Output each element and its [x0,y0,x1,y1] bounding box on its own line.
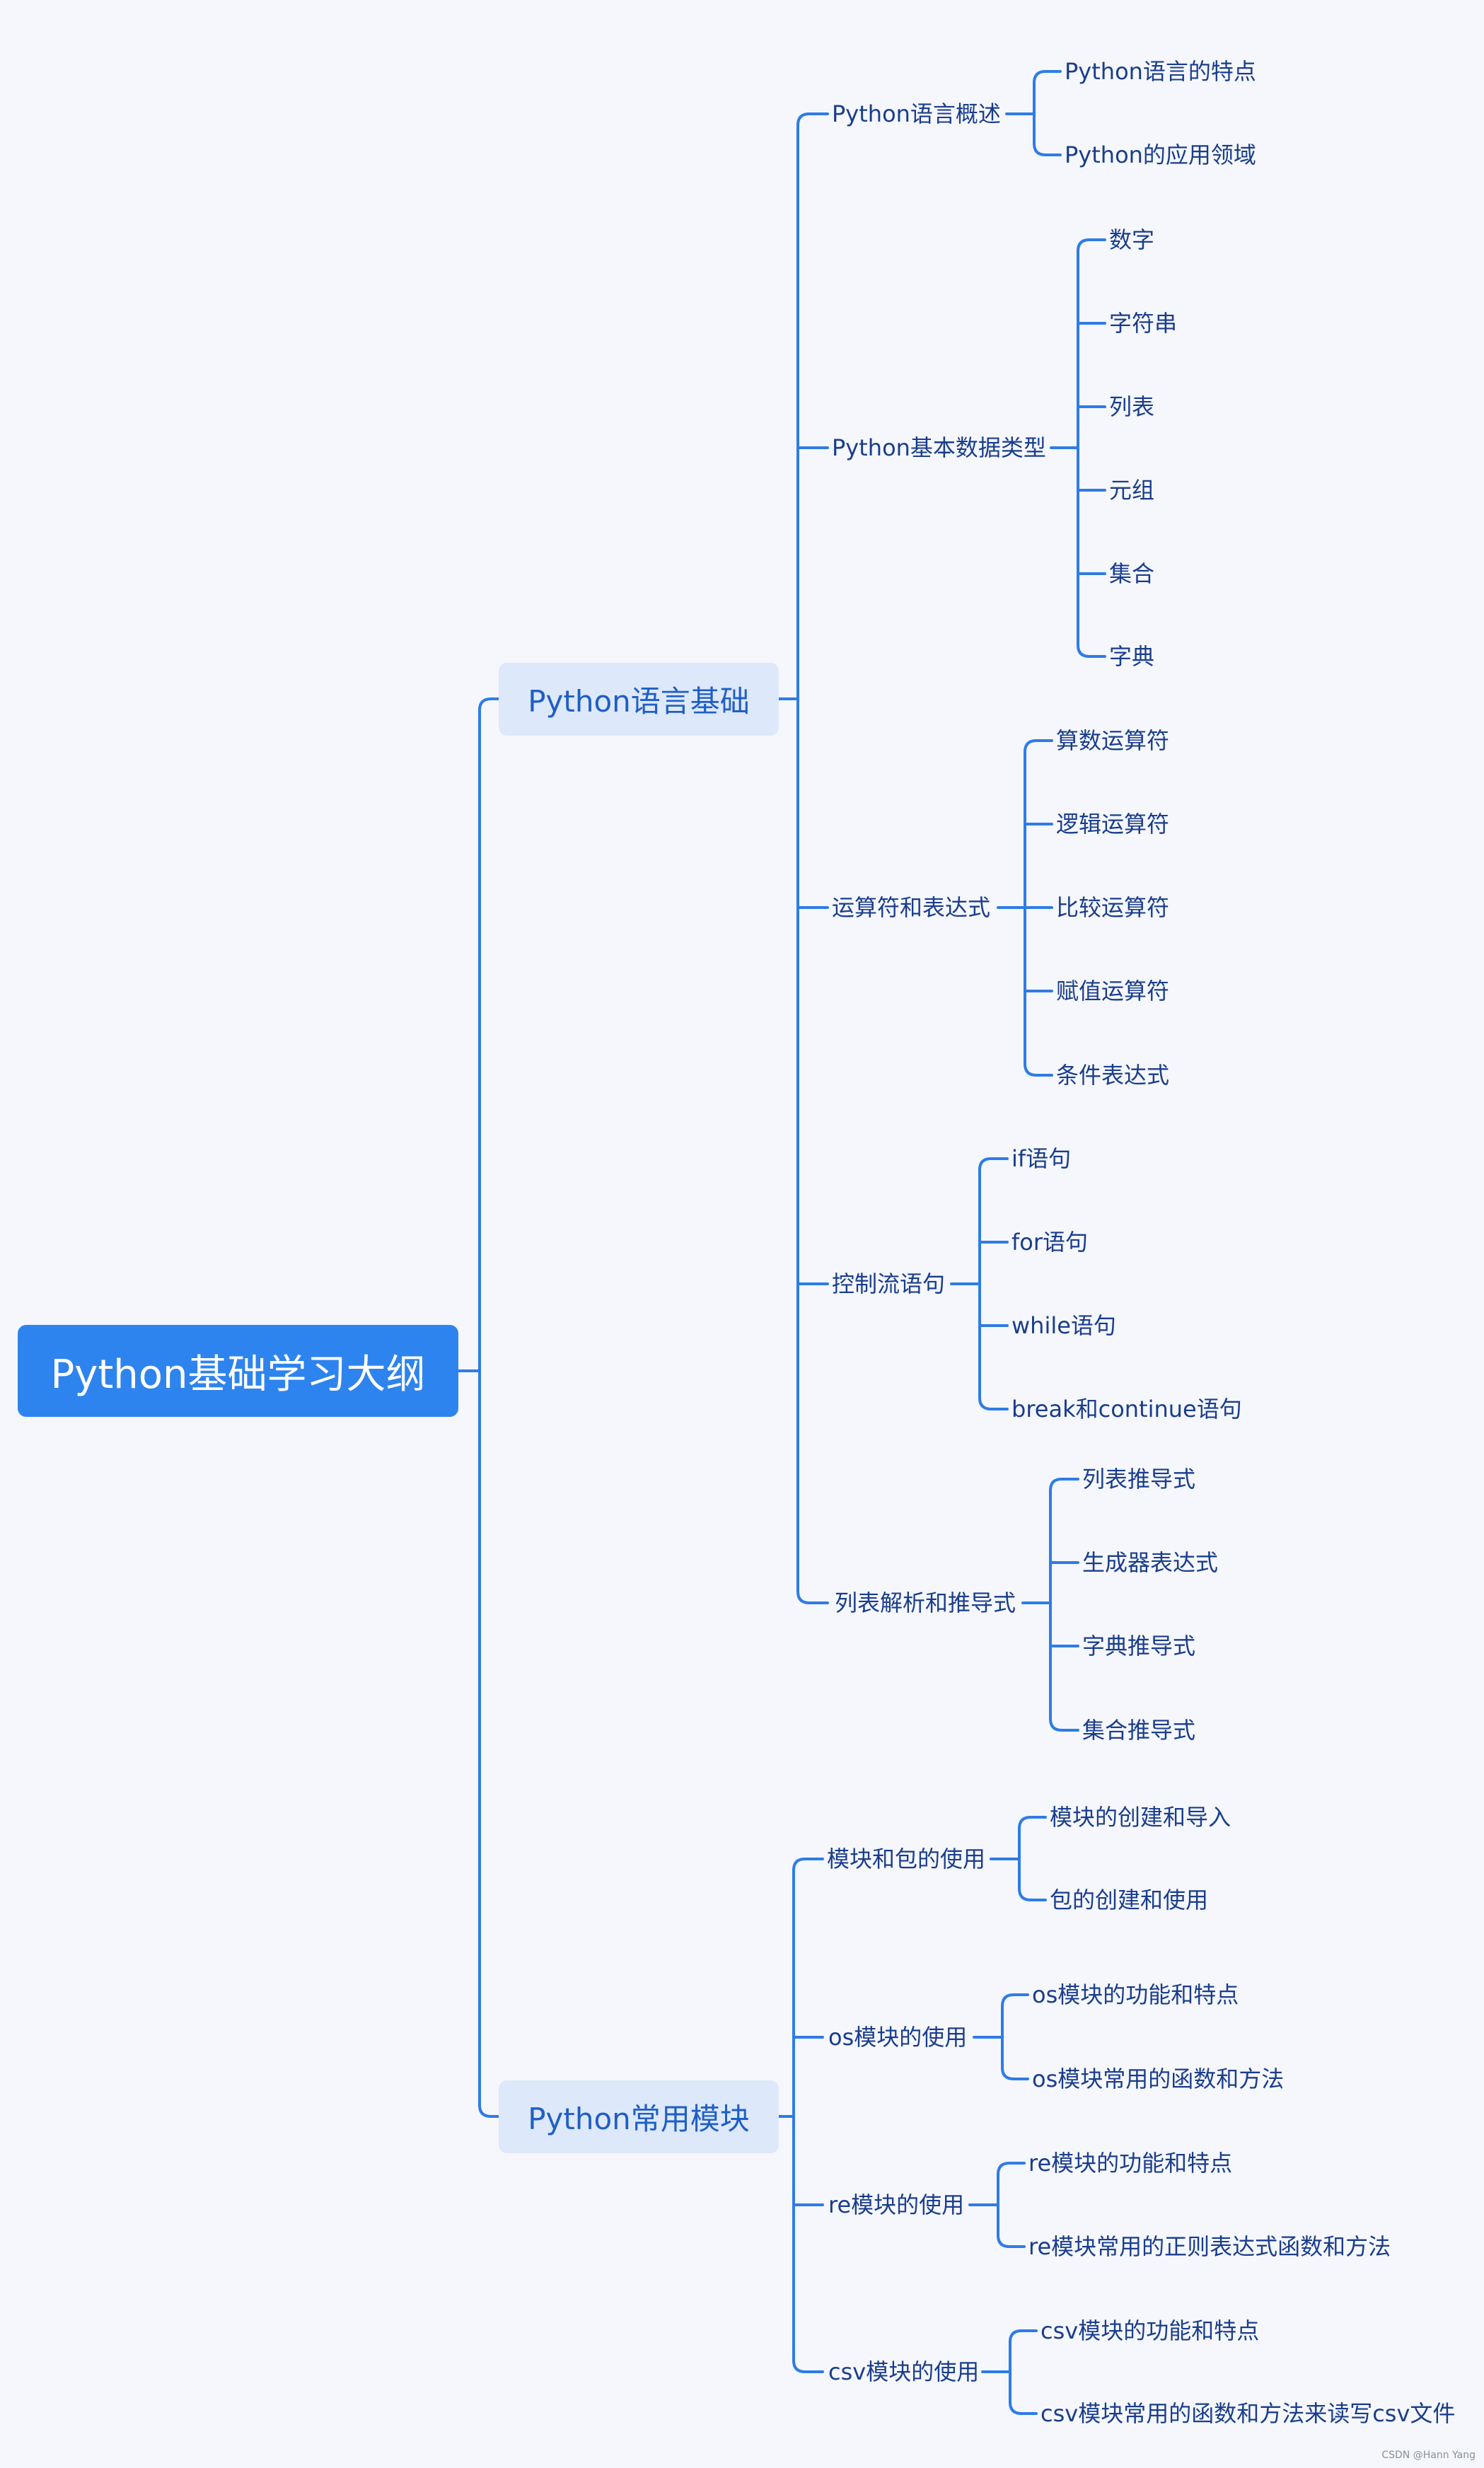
subtopic-node[interactable]: 字符串 [1109,310,1178,337]
subtopic-node[interactable]: os模块的功能和特点 [1032,1981,1239,2008]
connector-line [1024,906,1053,1077]
subtopic-node[interactable]: 字典推导式 [1082,1633,1196,1659]
watermark: CSDN @Hann Yang [1381,2450,1476,2461]
subtopic-node[interactable]: Python的应用领域 [1065,141,1256,168]
topic-node[interactable]: os模块的使用 [828,2024,968,2051]
subtopic-node[interactable]: break和continue语句 [1011,1396,1242,1423]
connector-line [1033,70,1062,115]
subtopic-node[interactable]: 算数运算符 [1056,727,1170,754]
subtopic-node[interactable]: 条件表达式 [1056,1062,1170,1089]
connector-line [792,1858,824,2118]
connector-line [1049,1478,1079,1604]
subtopic-node[interactable]: 集合 [1109,560,1155,587]
connector-line [1077,238,1106,449]
subtopic-node[interactable]: csv模块的功能和特点 [1040,2317,1260,2344]
subtopic-node[interactable]: os模块常用的函数和方法 [1032,2066,1285,2092]
subtopic-node[interactable]: 包的创建和使用 [1050,1887,1209,1913]
connector-line [1009,2370,1038,2415]
topic-node[interactable]: 列表解析和推导式 [835,1589,1016,1616]
subtopic-node[interactable]: 逻辑运算符 [1056,811,1170,838]
subtopic-node[interactable]: 赋值运算符 [1056,978,1170,1004]
subtopic-node[interactable]: re模块常用的正则表达式函数和方法 [1028,2233,1391,2260]
subtopic-node[interactable]: 生成器表达式 [1082,1549,1219,1576]
connector-line [1033,112,1062,156]
topic-node[interactable]: 模块和包的使用 [827,1846,986,1872]
branch-node[interactable]: Python常用模块 [499,2080,779,2153]
subtopic-node[interactable]: Python语言的特点 [1065,58,1256,85]
subtopic-node[interactable]: 元组 [1109,477,1155,504]
subtopic-node[interactable]: 数字 [1109,226,1155,253]
connector-line [997,2162,1026,2206]
connector-line [1001,1993,1029,2039]
subtopic-node[interactable]: csv模块常用的函数和方法来读写csv文件 [1040,2400,1456,2427]
connector-line [478,1369,500,2118]
topic-node[interactable]: Python语言概述 [832,100,1001,127]
branch-node[interactable]: Python语言基础 [499,663,779,736]
connector-line [1001,2036,1029,2080]
connector-line [1077,446,1106,658]
connector-line [978,1282,1009,1410]
connector-line [1009,2329,1038,2373]
connector-line [478,697,500,1372]
topic-node[interactable]: 运算符和表达式 [832,894,991,921]
subtopic-node[interactable]: 集合推导式 [1082,1717,1196,1744]
subtopic-node[interactable]: re模块的功能和特点 [1028,2150,1233,2177]
topic-node[interactable]: Python基本数据类型 [832,434,1046,461]
subtopic-node[interactable]: 列表推导式 [1082,1466,1196,1493]
connector-line [997,2203,1026,2248]
subtopic-node[interactable]: while语句 [1011,1312,1116,1339]
connector-line [792,2115,824,2373]
connector-line [796,112,829,700]
connector-line [978,1157,1009,1285]
topic-node[interactable]: 控制流语句 [832,1270,946,1297]
subtopic-node[interactable]: for语句 [1011,1229,1089,1256]
topic-node[interactable]: csv模块的使用 [828,2358,980,2385]
topic-node[interactable]: re模块的使用 [828,2191,965,2218]
connector-line [1049,1601,1079,1732]
subtopic-node[interactable]: if语句 [1011,1145,1072,1172]
subtopic-node[interactable]: 列表 [1109,393,1155,420]
connector-line [1018,1858,1047,1901]
subtopic-node[interactable]: 字典 [1109,643,1155,670]
subtopic-node[interactable]: 比较运算符 [1056,894,1170,921]
subtopic-node[interactable]: 模块的创建和导入 [1050,1804,1231,1831]
root-node[interactable]: Python基础学习大纲 [18,1325,458,1417]
connector-line [1018,1816,1047,1860]
connector-line [796,697,829,1604]
connector-line [1024,739,1053,909]
